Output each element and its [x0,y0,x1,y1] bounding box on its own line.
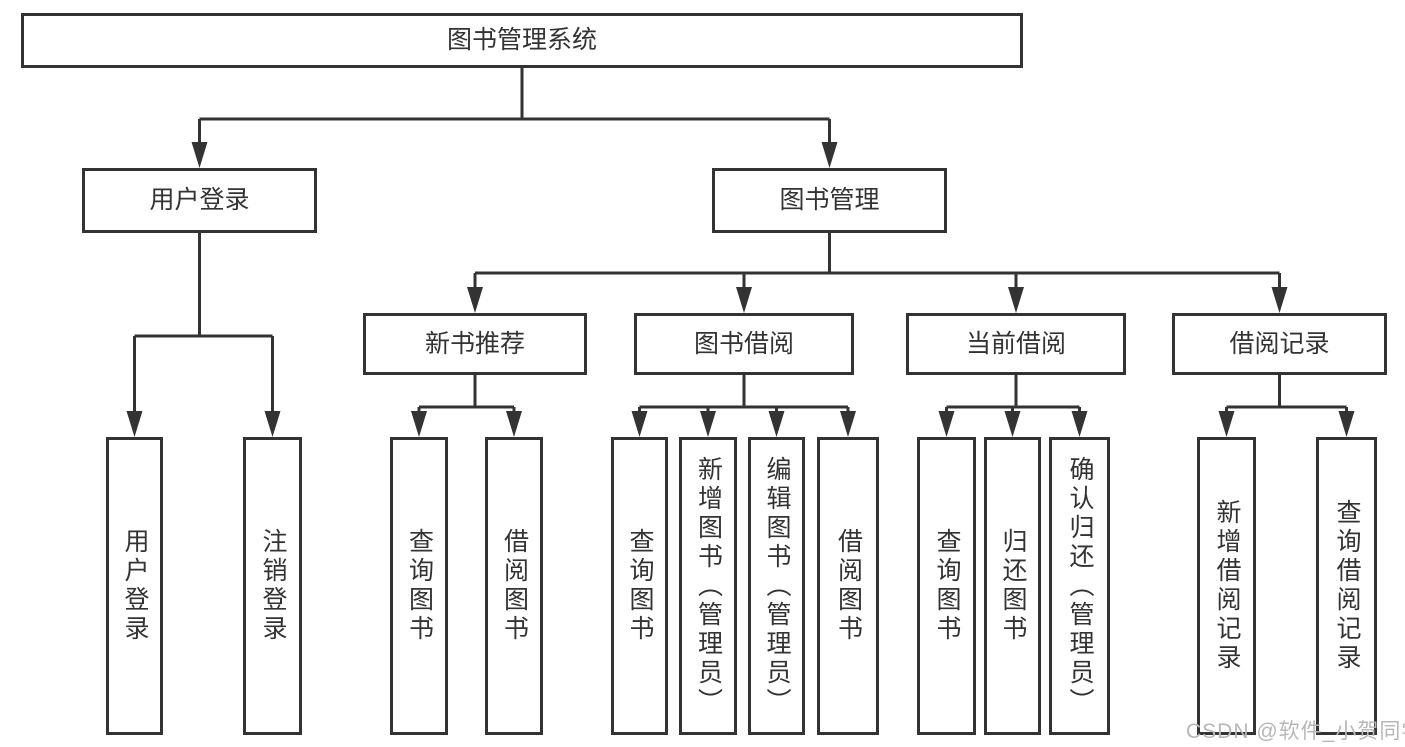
leaf-confirm-return-admin-label: 确认归还（管理员） [1066,455,1094,717]
arrowhead-return-book [1004,411,1021,437]
leaf-query-books-current: 查询图书 [917,437,976,735]
leaf-borrow-books-recommend-label: 借阅图书 [500,528,529,644]
leaf-query-books-recommend-label: 查询图书 [405,528,434,644]
connector-root-to-level2 [198,68,831,146]
node-new-book-recommend: 新书推荐 [363,313,587,375]
leaf-borrow-books-borrowing: 借阅图书 [817,437,879,735]
connector-borrow-records-children [1225,375,1348,414]
leaf-return-book: 归还图书 [984,437,1041,735]
leaf-confirm-return-admin: 确认归还（管理员） [1049,437,1110,735]
arrowhead-current-query [938,411,955,437]
arrowhead-leaf-user-login [126,411,143,437]
arrowhead-book-mgmt [821,142,838,168]
node-borrowing-records-label: 借阅记录 [1229,329,1330,358]
arrowhead-rec-borrow [506,411,522,437]
node-new-book-recommend-label: 新书推荐 [424,329,525,358]
leaf-edit-book-admin-label: 编辑图书（管理员） [763,455,791,717]
node-root-label: 图书管理系统 [446,26,597,54]
connector-book-borrow-children [638,375,850,414]
leaf-logout: 注销登录 [243,437,302,735]
arrowhead-confirm-return [1071,411,1088,437]
arrowhead-new-book-rec [467,287,483,313]
leaf-borrow-books-recommend: 借阅图书 [485,437,543,735]
leaf-query-books-borrowing: 查询图书 [611,437,668,735]
node-book-management: 图书管理 [712,168,947,233]
arrowhead-edit-book [768,411,785,437]
node-book-borrowing: 图书借阅 [634,313,854,375]
leaf-add-book-admin: 新增图书（管理员） [679,437,737,735]
arrowhead-add-record [1218,411,1235,437]
leaf-add-book-admin-label: 新增图书（管理员） [694,455,723,717]
arrowhead-current-borrow [1008,287,1024,313]
arrowhead-leaf-logout [264,411,281,437]
arrowhead-borrow-query [631,411,648,437]
leaf-user-login-label: 用户登录 [121,528,149,644]
arrowhead-borrow-records [1271,287,1288,313]
arrowhead-query-record [1338,411,1355,437]
connector-new-book-rec-children [417,375,516,414]
arrowhead-add-book [700,411,716,437]
connector-user-login-children [133,233,274,415]
leaf-borrow-books-borrowing-label: 借阅图书 [834,528,863,644]
leaf-user-login: 用户登录 [106,437,163,735]
node-current-borrowing-label: 当前借阅 [965,329,1066,358]
node-book-borrowing-label: 图书借阅 [693,329,794,358]
csdn-watermark: CSDN @软件_小贺同学 [1186,720,1405,743]
leaf-add-borrow-record-label: 新增借阅记录 [1213,499,1241,673]
node-borrowing-records: 借阅记录 [1172,313,1387,375]
node-book-management-label: 图书管理 [779,186,880,214]
leaf-query-borrow-record: 查询借阅记录 [1316,437,1377,735]
leaf-query-books-current-label: 查询图书 [933,528,961,644]
connector-current-borrow-children [945,375,1081,414]
node-user-login-label: 用户登录 [149,186,250,214]
leaf-edit-book-admin: 编辑图书（管理员） [748,437,805,735]
leaf-logout-label: 注销登录 [259,528,287,644]
connector-book-mgmt-children [473,233,1281,291]
node-current-borrowing: 当前借阅 [906,313,1126,375]
arrowhead-user-login [191,142,208,168]
node-user-login: 用户登录 [82,168,317,233]
arrowhead-book-borrow [736,287,752,313]
node-root-library-system: 图书管理系统 [21,13,1023,68]
leaf-query-books-recommend: 查询图书 [390,437,448,735]
arrowhead-rec-query [411,411,427,437]
arrowhead-borrow-book [840,411,856,437]
leaf-return-book-label: 归还图书 [999,528,1027,644]
leaf-add-borrow-record: 新增借阅记录 [1197,437,1256,735]
leaf-query-books-borrowing-label: 查询图书 [626,528,654,644]
leaf-query-borrow-record-label: 查询借阅记录 [1333,499,1361,673]
